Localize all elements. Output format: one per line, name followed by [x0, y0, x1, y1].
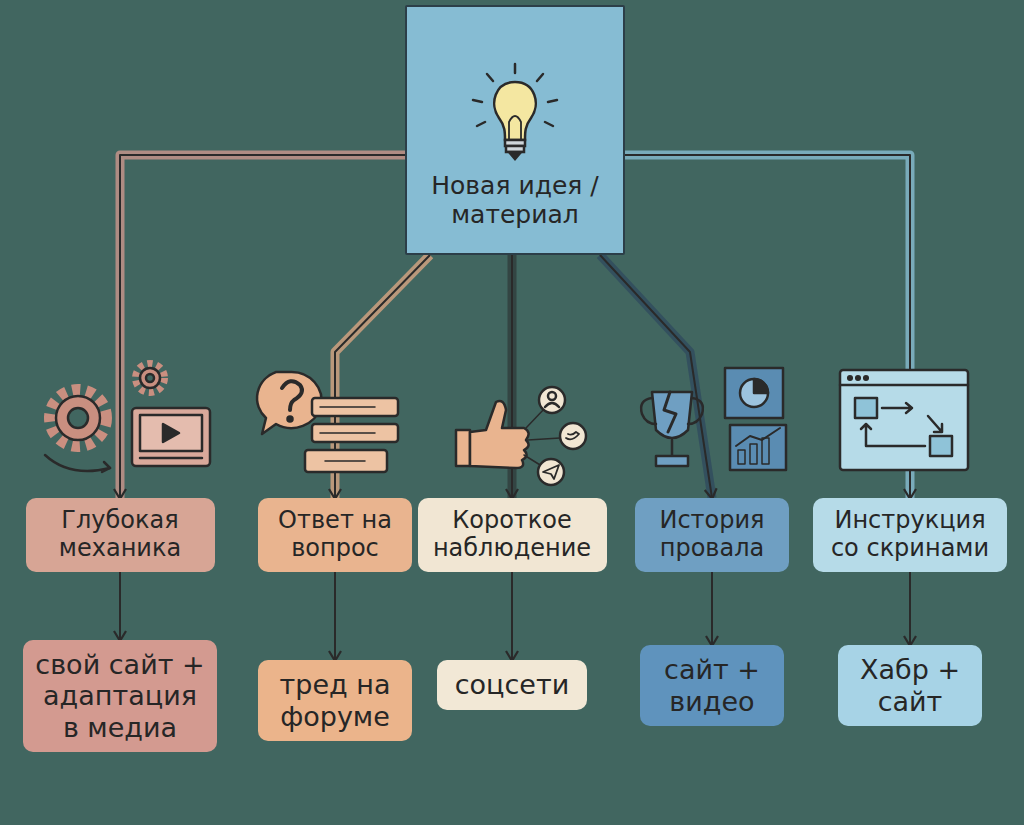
category-box: Инструкция со скринами — [813, 498, 1007, 572]
node-label: Хабр + сайт — [850, 654, 970, 716]
node-label: Короткое наблюдение — [430, 507, 595, 562]
node-label: свой сайт + адаптация в медиа — [35, 649, 205, 742]
node-label: тред на форуме — [270, 669, 400, 731]
channel-box: свой сайт + адаптация в медиа — [23, 640, 217, 752]
node-label: Новая идея / материал — [415, 172, 615, 230]
lightbulb-icon — [455, 60, 575, 175]
question-icon — [257, 372, 398, 472]
channel-box: Хабр + сайт — [838, 645, 982, 726]
node-label: Инструкция со скринами — [825, 507, 995, 562]
channel-box: соцсети — [437, 660, 587, 710]
channel-box: тред на форуме — [258, 660, 412, 741]
failure-icon — [641, 368, 786, 470]
arrow-connector — [711, 572, 713, 645]
gears-video-icon — [45, 364, 210, 472]
node-label: сайт + видео — [652, 654, 772, 716]
channel-box: сайт + видео — [640, 645, 784, 726]
node-label: История провала — [647, 507, 777, 562]
category-box: История провала — [635, 498, 789, 572]
arrow-connector — [119, 572, 121, 640]
category-box: Короткое наблюдение — [418, 498, 607, 572]
arrow-connector — [600, 255, 712, 498]
node-label: Ответ на вопрос — [270, 507, 400, 562]
social-icon — [456, 387, 586, 485]
instruction-icon — [840, 370, 968, 470]
arrow-connector — [334, 572, 336, 660]
category-box: Глубокая механика — [26, 498, 215, 572]
category-box: Ответ на вопрос — [258, 498, 412, 572]
node-label: Глубокая механика — [38, 507, 203, 562]
node-label: соцсети — [455, 669, 569, 700]
arrow-connector — [511, 572, 513, 660]
connector-shade — [600, 255, 712, 498]
arrow-connector — [909, 572, 911, 645]
